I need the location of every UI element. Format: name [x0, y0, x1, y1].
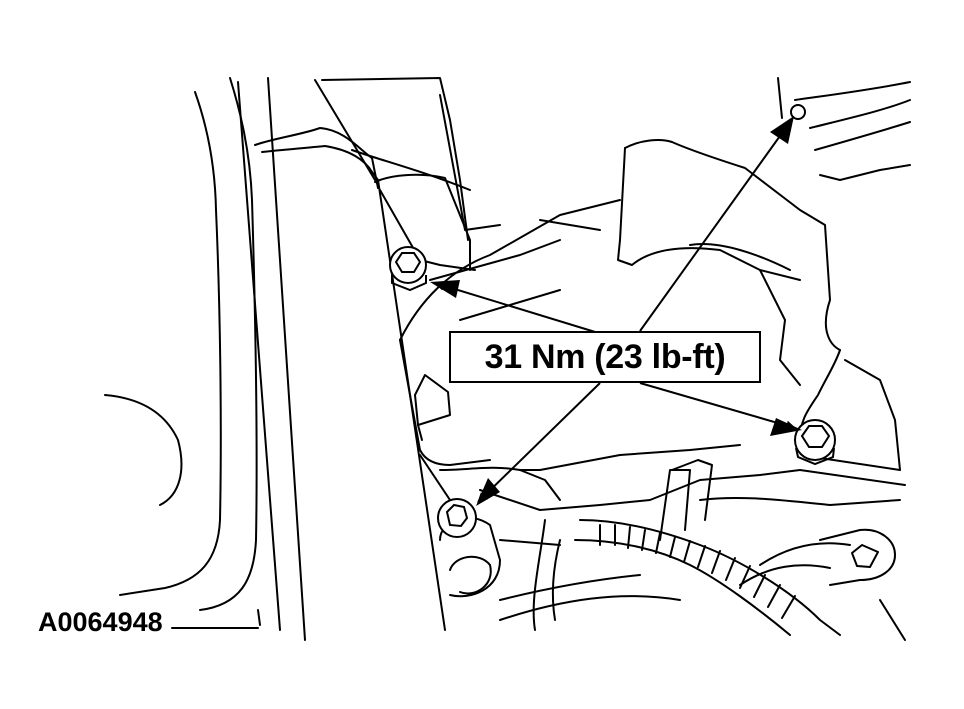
- vertical-strut: [237, 77, 471, 641]
- figure-id-label: A0064948: [38, 607, 163, 637]
- bracket-tab: [414, 219, 601, 441]
- arrowhead-upper-left: [430, 280, 460, 298]
- upper-right-cylinder: [777, 77, 911, 181]
- leader-to-top-right-bolt: [639, 121, 791, 332]
- leader-to-lower-left-bolt: [477, 382, 601, 503]
- lower-right-fastener: [739, 528, 896, 586]
- bolt-upper-left: [389, 246, 427, 292]
- arrowheads: [430, 116, 802, 506]
- arrowhead-top-right: [770, 116, 794, 144]
- lower-bracket-region: [439, 496, 906, 641]
- upper-bracket-lines: [321, 77, 501, 271]
- bolt-lower-left: [437, 498, 477, 538]
- bolt-top-right: [790, 104, 806, 120]
- wiring-harness: [532, 459, 841, 636]
- bolt-right: [794, 419, 836, 466]
- callout-leader-lines: [434, 121, 796, 503]
- torque-callout: 31 Nm (23 lb-ft): [449, 331, 761, 383]
- leader-to-right-bolt: [639, 382, 796, 431]
- arrowhead-right: [770, 418, 802, 436]
- arrowhead-lower-left: [476, 478, 500, 506]
- leader-to-upper-left-bolt: [434, 280, 606, 336]
- cover-plate: [399, 139, 906, 531]
- left-housing-outline: [104, 77, 261, 629]
- torque-spec-label: 31 Nm (23 lb-ft): [484, 337, 726, 376]
